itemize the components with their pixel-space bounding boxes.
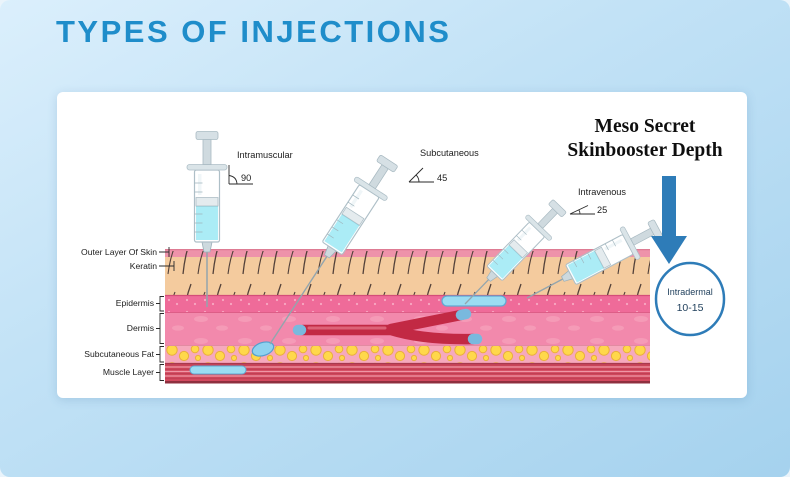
angle-icon-45 [408,167,434,183]
label-intradermal: Intradermal [667,287,713,297]
layer-label-dermis: Dermis [127,323,154,333]
angle-value-intradermal: 10-15 [677,302,704,314]
angle-icon-25 [569,205,595,215]
needle-intravenous [464,279,490,305]
headline-line1: Meso Secret [595,116,696,137]
angle-icon-90 [228,165,253,185]
bracket-subcutaneous-fat [156,346,164,363]
angle-value-subcutaneous: 45 [437,173,447,183]
syringe-intramuscular [186,130,228,307]
leader-outer-skin [159,247,170,257]
layer-label-subcutaneous-fat: Subcutaneous Fat [84,349,154,359]
layer-label-muscle: Muscle Layer [103,367,154,377]
headline-line2: Skinbooster Depth [567,140,722,161]
bracket-muscle [156,364,164,381]
muscle-striations-dark [165,364,650,379]
epidermis-texture [165,295,650,312]
syringe-intravenous [464,193,573,305]
label-subcutaneous: Subcutaneous [420,148,479,158]
bracket-epidermis [156,296,164,312]
down-arrow-icon [651,176,687,264]
skin-illustration: Outer Layer Of Skin Keratin Epidermis De… [81,116,726,384]
illustration-panel: Outer Layer Of Skin Keratin Epidermis De… [57,92,747,398]
needle-subcutaneous [269,255,328,345]
muscle-vessel-graphic [189,365,247,375]
injection-labels: Intramuscular 90 Subcutaneous 45 Intrave… [228,148,626,215]
artery-graphic [292,308,483,345]
bracket-dermis [156,313,164,344]
label-intramuscular: Intramuscular [237,150,293,160]
fat-bubbles [165,345,650,363]
layer-label-outer-skin: Outer Layer Of Skin [81,247,157,257]
artery-blue-ends [292,308,483,345]
layer-label-keratin: Keratin [130,261,157,271]
block-bottom-edge [165,381,650,384]
syringe-intradermal [526,211,668,299]
meso-annotation: Meso Secret Skinbooster Depth Intraderma… [567,116,726,337]
syringe-subcutaneous [269,149,406,345]
angle-value-intramuscular: 90 [241,173,251,183]
layer-labels: Outer Layer Of Skin Keratin Epidermis De… [81,247,175,381]
label-intravenous: Intravenous [578,187,626,197]
subcutaneous-depot-droplet [251,341,275,357]
vein-graphic [441,295,507,307]
page-title: TYPES OF INJECTIONS [56,14,452,49]
leader-keratin [159,261,175,271]
needle-intradermal [526,278,564,299]
intradermal-circle [654,261,726,337]
angle-value-intravenous: 25 [597,205,607,215]
layer-label-epidermis: Epidermis [116,298,154,308]
